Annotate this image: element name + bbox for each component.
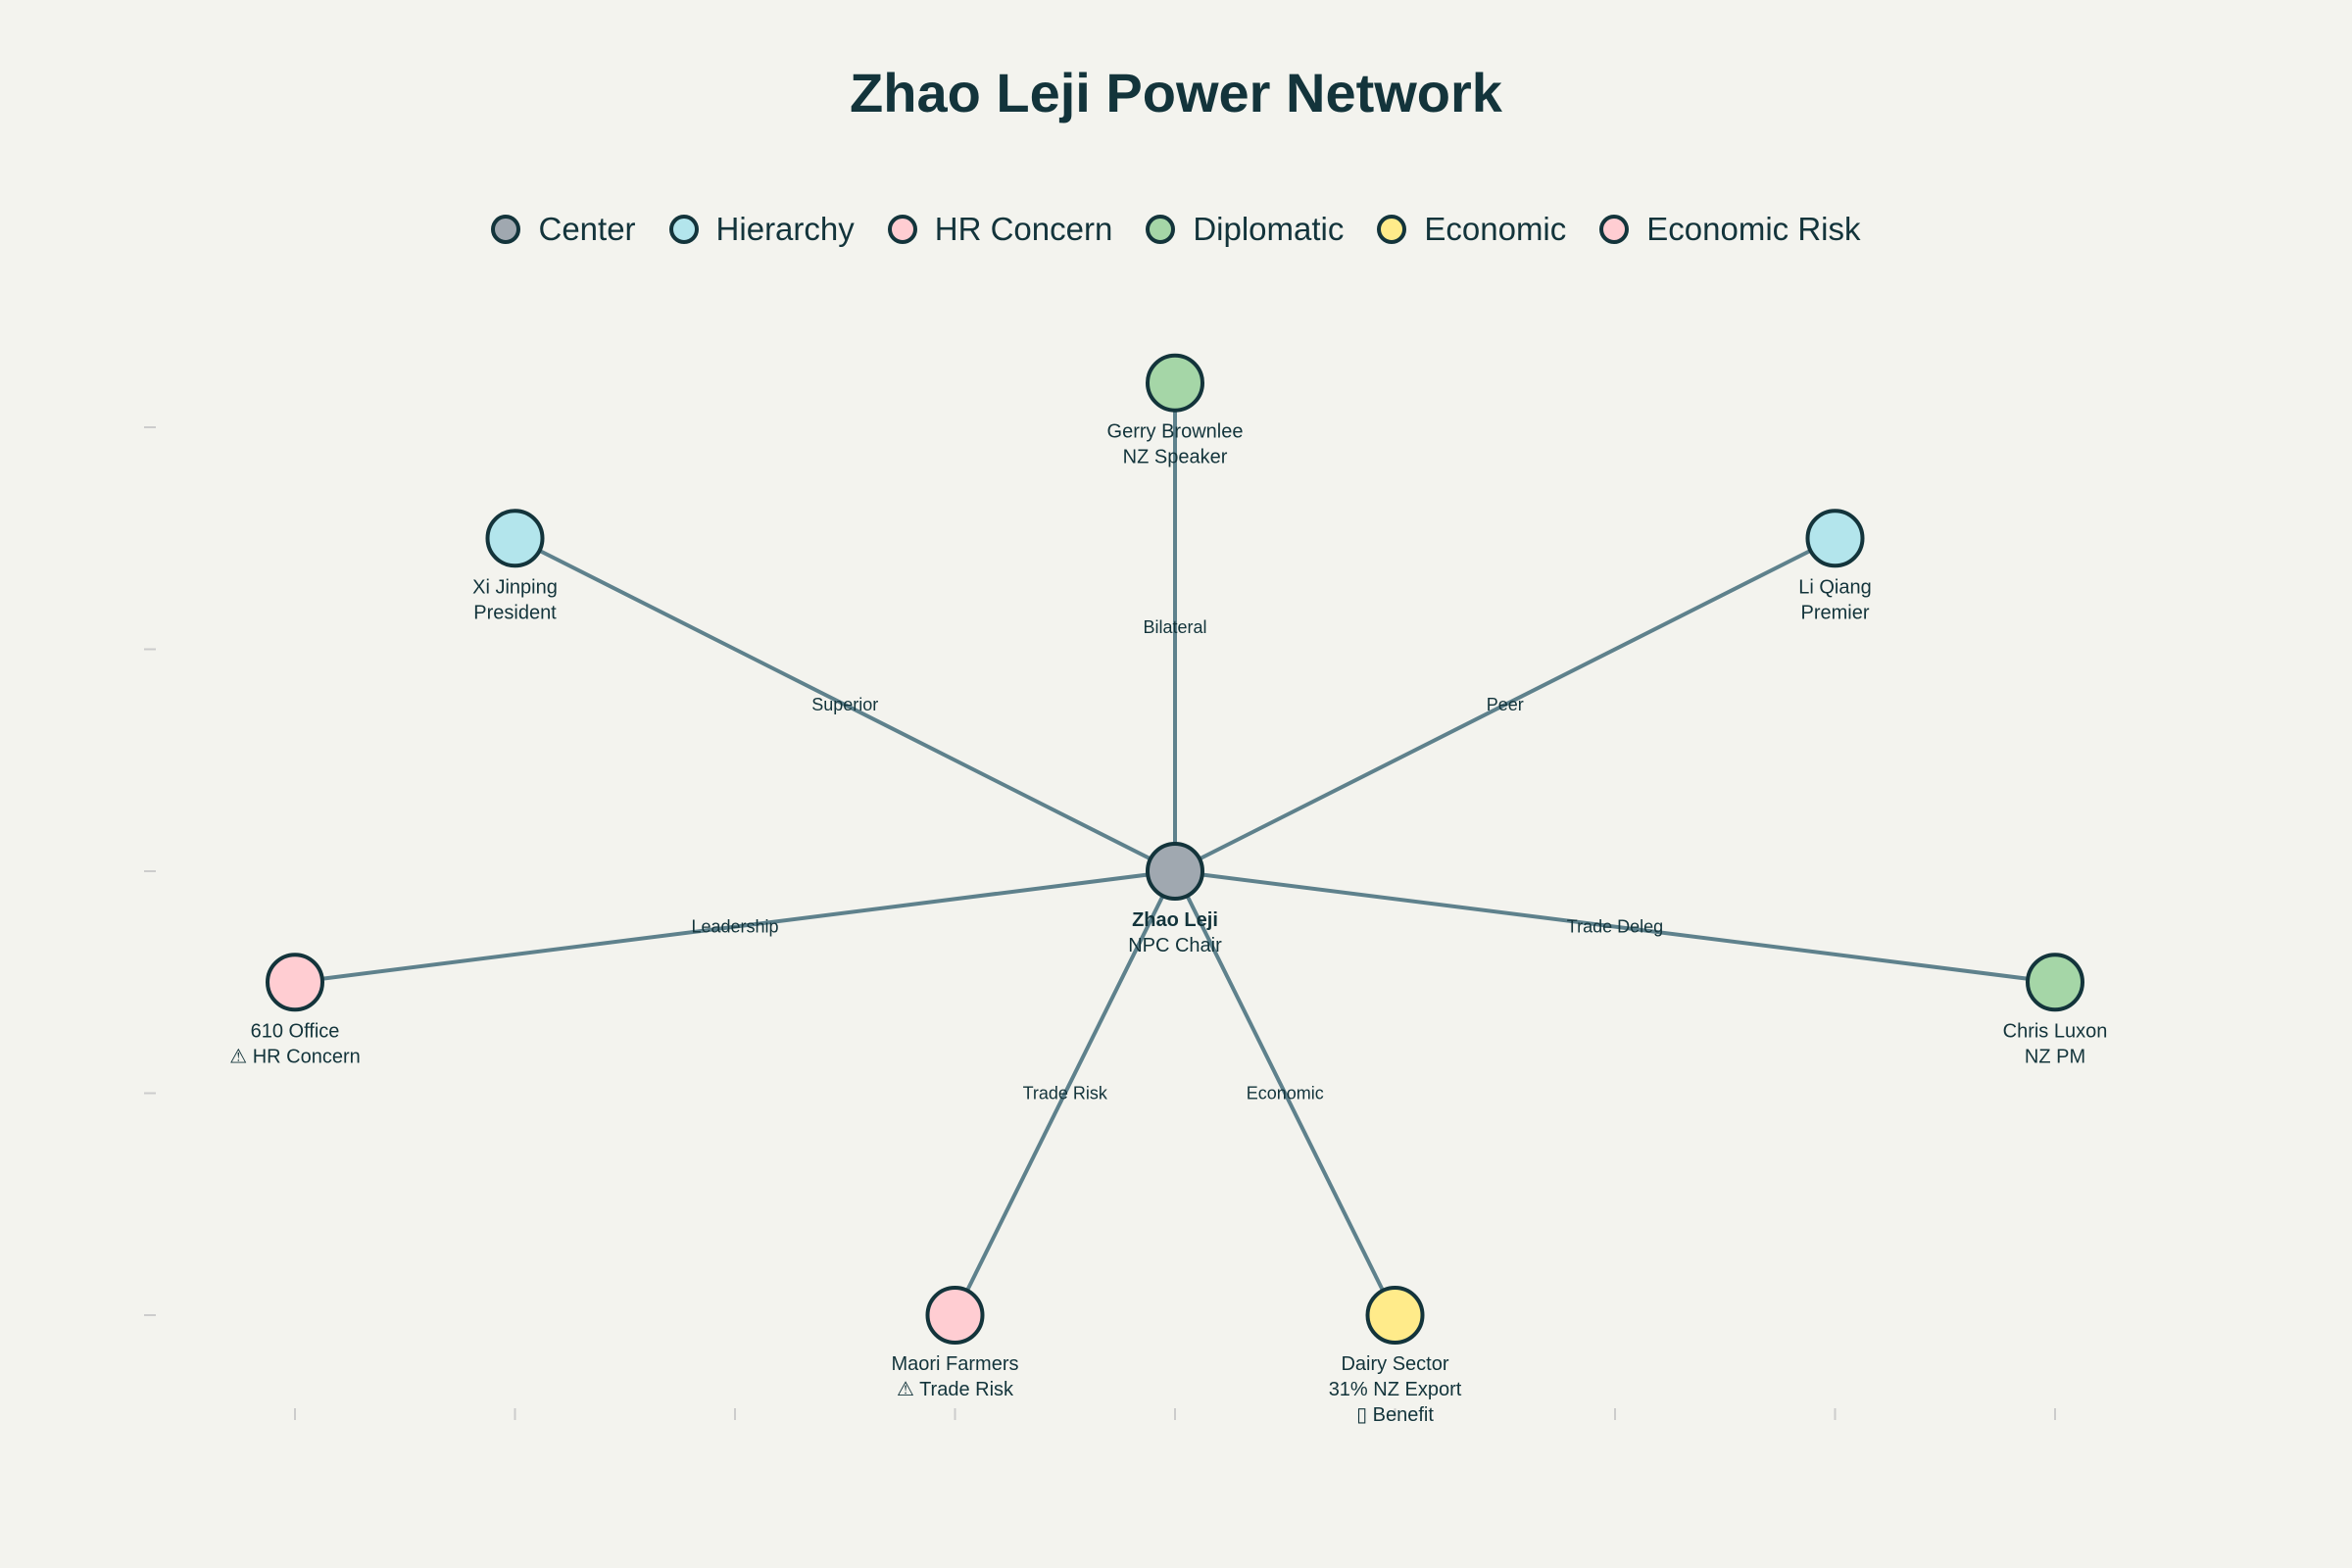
edge-luxon [1174, 869, 2056, 985]
node-xi[interactable] [485, 509, 545, 568]
legend-item[interactable]: Economic Risk [1599, 211, 1861, 248]
edge-maori [953, 870, 1177, 1316]
legend-item[interactable]: HR Concern [887, 211, 1113, 248]
legend-label: Diplomatic [1193, 211, 1345, 247]
edge-label: Economic [1247, 1084, 1324, 1103]
edge-label: Bilateral [1143, 617, 1206, 637]
legend-label: Center [538, 211, 636, 247]
node-gerry[interactable] [1146, 353, 1204, 413]
edge-label: Leadership [691, 917, 778, 937]
legend: Center Hierarchy HR Concern Diplomatic Econo… [0, 211, 2352, 248]
edge-label: Peer [1487, 695, 1524, 714]
legend-item[interactable]: Economic [1377, 211, 1566, 248]
edge-label: Trade Risk [1023, 1084, 1108, 1103]
node-label: Maori Farmers [891, 1353, 1018, 1375]
chart-title: Zhao Leji Power Network [850, 62, 1502, 123]
node-label: Zhao Leji [1132, 909, 1218, 931]
node-li[interactable] [1805, 509, 1865, 568]
edge-label: Superior [811, 695, 878, 714]
node-label: Gerry Brownlee [1107, 421, 1244, 443]
node-label: Premier [1800, 602, 1869, 623]
node-label: ⚠ HR Concern [229, 1046, 361, 1067]
edge-label: Trade Deleg [1567, 917, 1663, 937]
legend-label: HR Concern [934, 211, 1113, 247]
edge-office610 [294, 869, 1176, 985]
legend-label: Economic Risk [1646, 211, 1861, 247]
node-label: Xi Jinping [472, 576, 558, 598]
legend-marker-icon [668, 215, 699, 244]
node-luxon[interactable] [2026, 953, 2084, 1012]
legend-marker-icon [1377, 215, 1407, 244]
legend-marker-icon [887, 215, 917, 244]
node-office610[interactable] [266, 953, 324, 1012]
legend-item[interactable]: Hierarchy [668, 211, 855, 248]
node-label: ▯ Benefit [1356, 1404, 1434, 1426]
node-label: NPC Chair [1128, 935, 1222, 956]
legend-marker-icon [491, 215, 521, 244]
node-label: ⚠ Trade Risk [897, 1379, 1014, 1400]
legend-label: Economic [1424, 211, 1567, 247]
node-label: NZ PM [2025, 1046, 2085, 1067]
legend-label: Hierarchy [715, 211, 855, 247]
node-label: NZ Speaker [1123, 447, 1228, 468]
node-zhao[interactable] [1146, 842, 1204, 901]
node-label: Dairy Sector [1341, 1353, 1448, 1375]
legend-marker-icon [1146, 215, 1176, 244]
edge-dairy [1173, 870, 1397, 1316]
node-label: 610 Office [251, 1020, 340, 1042]
node-label: 31% NZ Export [1329, 1379, 1462, 1400]
node-label: Chris Luxon [2003, 1020, 2108, 1042]
legend-marker-icon [1599, 215, 1630, 244]
node-maori[interactable] [925, 1286, 985, 1345]
node-label: President [473, 602, 557, 623]
edge-li [1174, 536, 1837, 873]
node-dairy[interactable] [1365, 1286, 1425, 1345]
node-label: Li Qiang [1798, 576, 1872, 598]
edge-xi [514, 536, 1176, 873]
legend-item[interactable]: Center [491, 211, 636, 248]
legend-item[interactable]: Diplomatic [1146, 211, 1344, 248]
